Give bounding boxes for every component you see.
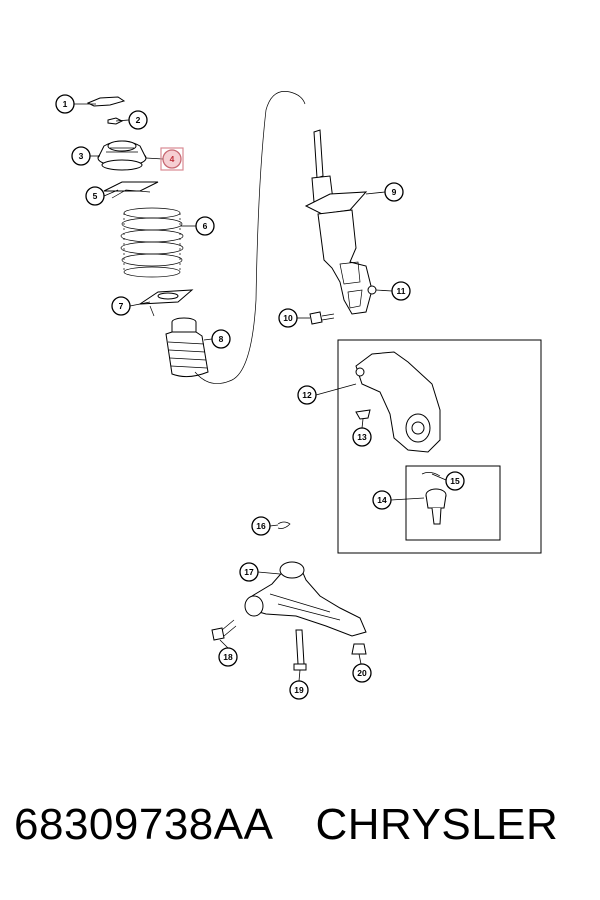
svg-text:20: 20 — [357, 668, 367, 678]
callout-15: 15 — [445, 471, 465, 491]
brand-name: CHRYSLER — [315, 800, 559, 849]
callout-6: 6 — [195, 216, 215, 236]
svg-text:2: 2 — [136, 115, 141, 125]
svg-text:1: 1 — [63, 99, 68, 109]
callout-3: 3 — [71, 146, 91, 166]
part-knuckle — [355, 351, 441, 453]
part-control-arm — [244, 561, 367, 637]
svg-text:4: 4 — [170, 154, 175, 164]
part-spring-seat — [103, 181, 159, 199]
callout-4-highlighted[interactable]: 4 — [160, 147, 184, 171]
part-cap-13 — [355, 409, 371, 420]
svg-text:14: 14 — [377, 495, 387, 505]
parts-diagram: 1 2 3 4 5 6 7 8 9 10 11 12 13 14 15 16 1… — [55, 91, 542, 700]
svg-text:6: 6 — [203, 221, 208, 231]
callout-19: 19 — [289, 680, 309, 700]
footer-caption: 68309738AA CHRYSLER — [14, 800, 590, 860]
callout-7: 7 — [111, 296, 131, 316]
callout-13: 13 — [352, 427, 372, 447]
callout-11: 11 — [391, 281, 411, 301]
part-upper-mount — [97, 140, 147, 171]
part-clip-16 — [277, 521, 291, 529]
callout-14: 14 — [372, 490, 392, 510]
svg-text:8: 8 — [219, 334, 224, 344]
svg-text:5: 5 — [93, 191, 98, 201]
part-bolt-18 — [211, 619, 237, 641]
callout-1: 1 — [55, 94, 75, 114]
part-coil-spring — [120, 207, 184, 278]
callout-5: 5 — [85, 186, 105, 206]
part-nut — [107, 117, 124, 125]
svg-text:16: 16 — [256, 521, 266, 531]
svg-text:11: 11 — [397, 286, 406, 296]
callout-18: 18 — [218, 647, 238, 667]
callout-16: 16 — [251, 516, 271, 536]
leader-lines — [74, 103, 447, 682]
callout-12: 12 — [297, 385, 317, 405]
part-bolt-10 — [309, 311, 335, 325]
part-nut-20 — [351, 643, 367, 655]
callout-2: 2 — [128, 110, 148, 130]
part-bolt-19 — [293, 629, 307, 671]
part-dust-boot — [165, 317, 209, 378]
part-ball-joint — [421, 472, 447, 525]
callout-9: 9 — [384, 182, 404, 202]
svg-text:15: 15 — [450, 476, 460, 486]
svg-text:3: 3 — [79, 151, 84, 161]
ball-joint-group-box — [405, 465, 501, 541]
part-nut-11 — [367, 285, 377, 295]
svg-text:13: 13 — [357, 432, 367, 442]
knuckle-group-box — [337, 339, 542, 554]
svg-text:7: 7 — [119, 301, 124, 311]
svg-text:12: 12 — [302, 390, 312, 400]
svg-text:18: 18 — [223, 652, 233, 662]
part-upper-cap — [86, 96, 126, 107]
callout-20: 20 — [352, 663, 372, 683]
svg-text:10: 10 — [283, 313, 293, 323]
part-lower-isolator — [138, 289, 194, 317]
part-number: 68309738AA — [14, 800, 274, 849]
svg-text:17: 17 — [244, 567, 254, 577]
callout-17: 17 — [239, 562, 259, 582]
svg-text:19: 19 — [294, 685, 304, 695]
callout-8: 8 — [211, 329, 231, 349]
callout-10: 10 — [278, 308, 298, 328]
part-strut — [304, 129, 373, 315]
svg-text:9: 9 — [392, 187, 397, 197]
